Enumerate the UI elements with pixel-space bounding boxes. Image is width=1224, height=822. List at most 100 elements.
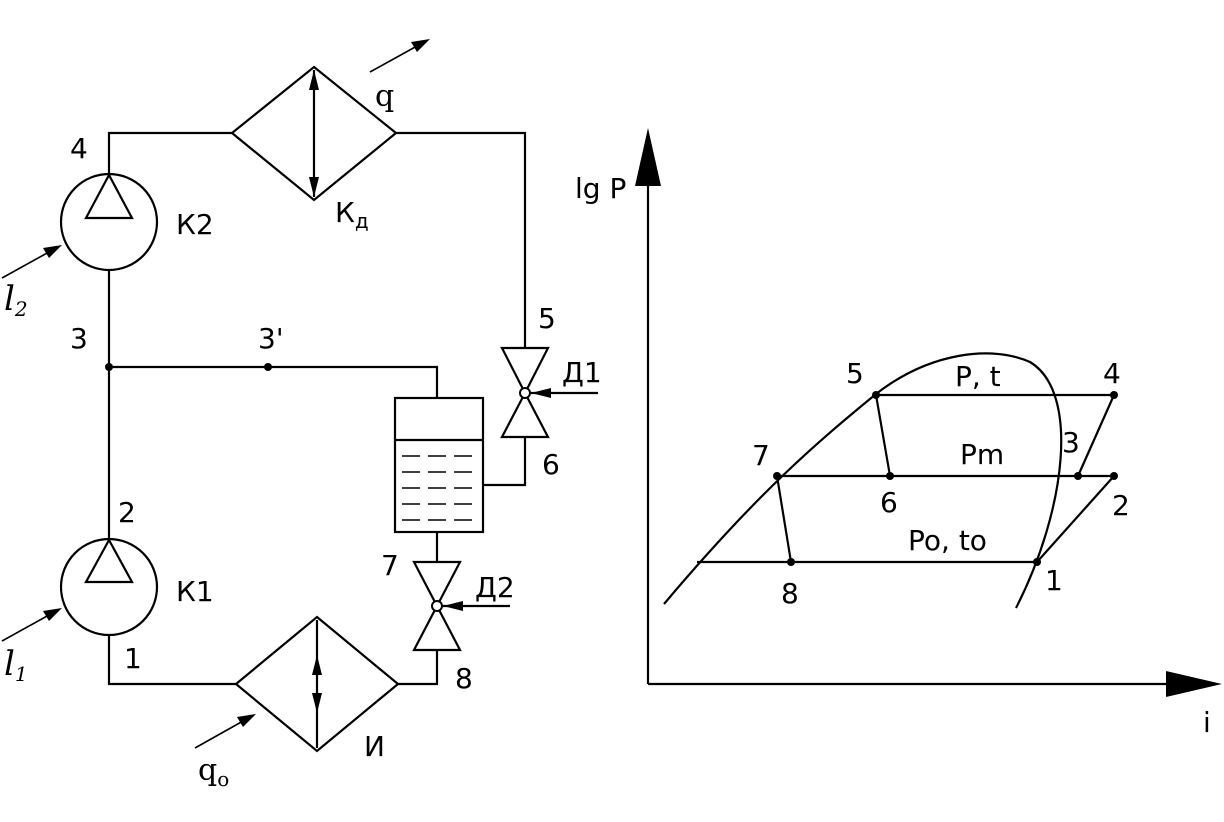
throttle-valve-d2: Д2 [412,560,515,652]
axes: lg P i [575,128,1222,739]
y-axis-label: lg P [575,172,626,205]
heat-in-arrow-icon [237,714,256,727]
work-1-label-main: l [4,644,15,684]
junction-node-3p [264,363,272,371]
process-7-8 [775,475,793,563]
point-7 [773,472,781,480]
compressor-k1: К1 [59,537,214,637]
point-4 [1110,391,1118,399]
x-axis-label: i [1203,706,1211,739]
compressor-k1-body [59,537,159,637]
point-label-1: 1 [1045,564,1063,597]
heat-in-label-sub: o [217,767,229,791]
point-6 [886,472,894,480]
evaporator-diamond [234,615,400,753]
isobars: P, t Pm Po, to [697,360,1114,564]
process-1-2 [1036,475,1115,563]
point-labels: 1 2 3 4 5 6 7 8 [752,357,1130,610]
ph-diagram: lg P i P, t Pm Po, to [575,128,1222,739]
compressor-k2-triangle-icon [84,172,134,220]
point-label-8: 8 [781,577,799,610]
process-lines [775,394,1116,563]
piping [105,131,527,686]
work-1-label: l1 [4,644,28,686]
condenser-label: Кд [335,196,369,233]
heat-out-arrow-icon [411,39,430,52]
node-label-2: 2 [118,496,136,529]
compressor-k2-body [59,172,159,272]
y-axis-arrow-icon [635,128,661,186]
point-8 [787,558,795,566]
condenser-arrow-up-icon [309,70,319,90]
valve-d1-arrow-icon [531,388,551,398]
work-2-label-main: l [4,279,15,319]
valve-d2-arrow-icon [443,601,463,611]
pipe-condenser-to-valve1 [396,131,527,347]
x-axis-arrow-icon [1166,671,1222,697]
point-label-7: 7 [752,439,770,472]
point-5 [872,391,880,399]
node-label-8: 8 [455,662,473,695]
condenser-label-sub: д [355,209,369,233]
node-labels: 4 3 3' 2 1 5 6 7 8 [70,132,560,695]
isobar-mid-label: Pm [960,438,1004,471]
work-1-arrow-icon [43,608,62,621]
separator-liquid-dashes [402,455,472,521]
node-label-4: 4 [70,132,88,165]
separator-vessel [393,396,485,534]
saturation-dome-curve [663,352,1063,609]
work-2-arrow-icon [43,245,62,258]
valve-d2-label: Д2 [475,571,515,604]
evaporator: И [234,615,400,763]
condenser-label-main: К [335,196,355,229]
valve-d1-stem-icon [519,387,531,399]
evaporator-arrow-up-icon [312,655,322,675]
point-label-3: 3 [1062,426,1080,459]
point-2 [1110,472,1118,480]
evaporator-arrow-down-icon [312,693,322,713]
pipe-separator-vapor [109,365,439,397]
point-label-4: 4 [1103,357,1121,390]
valve-d1-label: Д1 [562,356,602,389]
compressor-k1-triangle-icon [84,537,134,584]
pipe-evaporator-to-k1 [107,634,236,686]
isobar-high-label: P, t [955,360,1001,393]
separator-body [393,396,485,534]
pipe-valve1-to-separator [483,437,527,487]
compressor-k2: К2 [59,172,214,272]
schematic: К2 К1 Кд И [1,39,602,791]
process-5-6 [874,394,892,477]
valve-d2-stem-icon [431,600,443,612]
heat-in-label: qo [198,753,229,791]
process-3-4 [1076,394,1116,477]
node-label-1: 1 [124,642,142,675]
isobar-low-label: Po, to [908,524,987,557]
evaporator-label: И [364,730,385,763]
node-label-3: 3 [70,322,88,355]
compressor-k1-label: К1 [176,575,214,608]
node-label-5: 5 [538,302,556,335]
throttle-valve-d1: Д1 [500,346,602,439]
flow-arrows: q qo l2 l1 [1,39,430,791]
work-2-label: l2 [4,279,28,321]
heat-in-label-main: q [198,753,217,788]
node-label-6: 6 [542,448,560,481]
condenser-diamond [230,65,398,202]
work-1-label-sub: 1 [15,662,28,686]
compressor-k2-label: К2 [176,208,214,241]
point-1 [1033,558,1041,566]
point-label-2: 2 [1112,489,1130,522]
point-label-5: 5 [846,357,864,390]
junction-node-3 [105,363,113,371]
pipe-valve2-to-evaporator [398,650,439,686]
condenser: Кд [230,65,398,233]
state-points [773,391,1118,566]
point-3 [1074,472,1082,480]
node-label-7: 7 [381,549,399,582]
node-label-3p: 3' [258,322,284,355]
work-2-label-sub: 2 [14,297,28,321]
pipe-k2-to-condenser [107,131,232,173]
point-label-6: 6 [880,486,898,519]
